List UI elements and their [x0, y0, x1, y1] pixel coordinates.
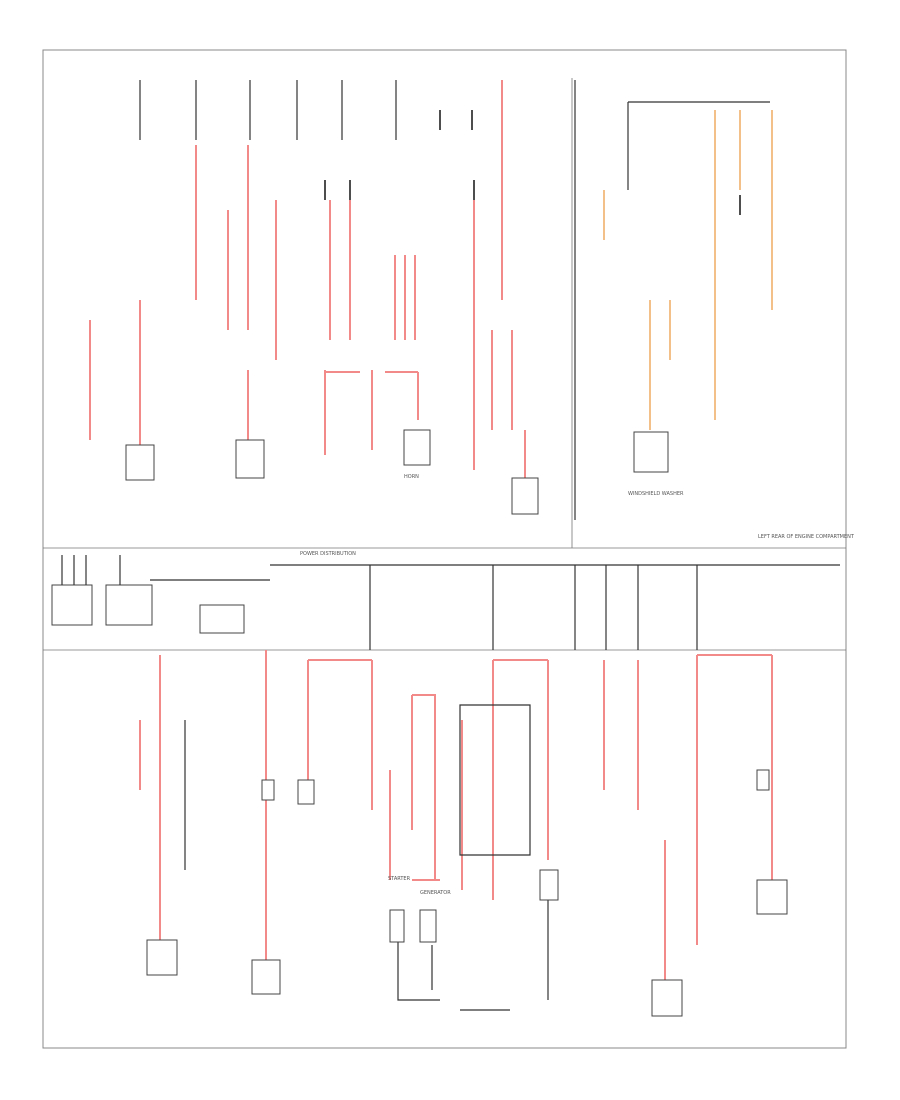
power-wires	[89, 80, 526, 480]
diagram-border	[42, 49, 847, 1049]
label-power-distribution: POWER DISTRIBUTION	[300, 551, 356, 557]
label-horn: HORN	[404, 474, 419, 480]
connectors	[125, 110, 539, 515]
upper-right-circuits	[574, 80, 773, 520]
upper-left-circuits	[89, 80, 539, 515]
lower-circuits	[139, 650, 788, 1017]
label-starter: STARTER	[388, 876, 411, 882]
text-labels: LEFT REAR OF ENGINE COMPARTMENT WINDSHIE…	[300, 474, 855, 896]
middle-band	[51, 555, 840, 650]
label-windshield-washer: WINDSHIELD WASHER	[628, 491, 684, 497]
label-left-rear-engine-compartment: LEFT REAR OF ENGINE COMPARTMENT	[758, 534, 855, 540]
fuse-column	[139, 80, 397, 140]
label-generator: GENERATOR	[420, 890, 451, 896]
